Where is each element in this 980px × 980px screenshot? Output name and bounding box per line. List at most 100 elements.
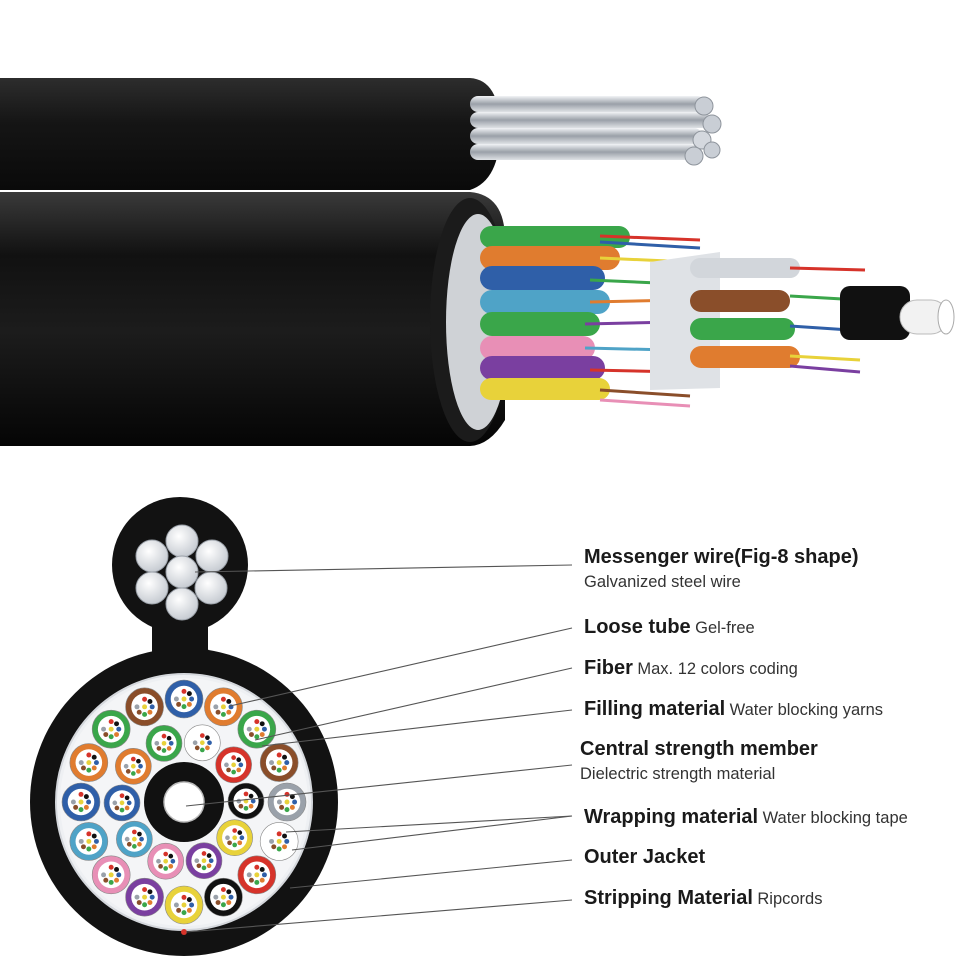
loose-tube [115,747,152,785]
fiber [116,872,122,878]
fiber [201,865,207,871]
fiber [206,853,212,858]
ripcord-mark [181,929,187,935]
fiber [284,807,290,813]
fiber [147,698,153,704]
label-title: Stripping Material [584,887,753,909]
fiber [231,755,236,760]
loose-tubes-section [61,679,307,925]
fiber [192,740,198,746]
fiber [206,863,212,869]
fiber [176,691,182,697]
loose-tube [61,782,101,822]
label-title: Loose tube [584,616,691,638]
fiber [170,858,176,864]
fiber [259,877,265,883]
fiber [199,733,205,738]
fiber [279,804,285,810]
fiber [108,734,114,740]
fiber [254,734,260,740]
fiber [137,831,142,837]
fiber [271,765,277,771]
label-title: Messenger wire(Fig-8 shape) [584,546,859,568]
fiber [248,721,254,727]
fiber [166,735,172,741]
fiber [232,842,238,848]
outer-jacket-3d [0,192,505,446]
fiber [207,740,212,746]
fiber [271,754,277,760]
fiber [269,838,275,844]
fiber [220,711,226,717]
fiber [73,804,79,810]
fiber [80,754,86,760]
fiber [226,767,231,773]
fiber [176,897,182,903]
fiber [142,696,148,702]
loose-tube [215,746,252,784]
label-subtitle: Gel-free [695,619,755,637]
fiber [156,735,162,741]
fiber [254,879,260,885]
fiber [259,721,265,727]
loose-tube [103,784,141,822]
fiber [279,794,285,800]
loose-tube [145,725,183,762]
fiber [248,803,254,809]
fiber [114,721,120,727]
fiber [112,800,118,806]
fiber [181,894,187,900]
fiber [73,794,79,800]
fiber [215,698,221,704]
fiber [103,721,109,727]
loose-tube [125,877,164,917]
central-member-3d [840,286,910,340]
label-subtitle: Max. 12 colors coding [637,660,798,678]
fiber [201,851,207,856]
fiber [248,877,254,883]
fiber [282,754,288,760]
label-subtitle: Galvanized steel wire [584,573,741,591]
fiber [130,756,136,762]
fiber [119,793,125,799]
fiber [123,763,129,769]
fiber [142,902,148,908]
fiber [243,805,249,811]
fiber [205,735,210,741]
fiber [237,840,243,846]
fiber [114,732,120,738]
loose-tube [185,842,223,879]
fiber [158,853,163,859]
fiber [220,902,226,908]
fiber [276,752,282,758]
fiber [168,740,174,746]
fiber [149,894,155,900]
fiber [181,688,187,694]
fiber [173,902,179,908]
fiber [231,769,236,775]
fiber [226,709,232,715]
fiber [271,844,277,850]
fiber [78,791,84,797]
fiber [130,771,136,776]
fiber [227,830,232,835]
fiber [226,900,232,906]
fiber [78,838,84,844]
fiber [215,709,221,715]
fiber [259,732,265,738]
fiber [158,863,163,869]
fiber [119,807,125,813]
fiber [91,844,97,850]
fiber [108,879,114,885]
fiber [103,866,109,872]
fiber [248,732,254,738]
fiber [132,829,137,835]
label-title: Wrapping material [584,806,759,828]
label-central-strength-member: Central strength member Dielectric stren… [580,738,818,784]
fiber [156,858,161,864]
fiber [186,897,192,903]
fiber [248,793,254,799]
fiber [114,795,120,801]
fiber [86,752,92,758]
fiber [196,863,202,869]
